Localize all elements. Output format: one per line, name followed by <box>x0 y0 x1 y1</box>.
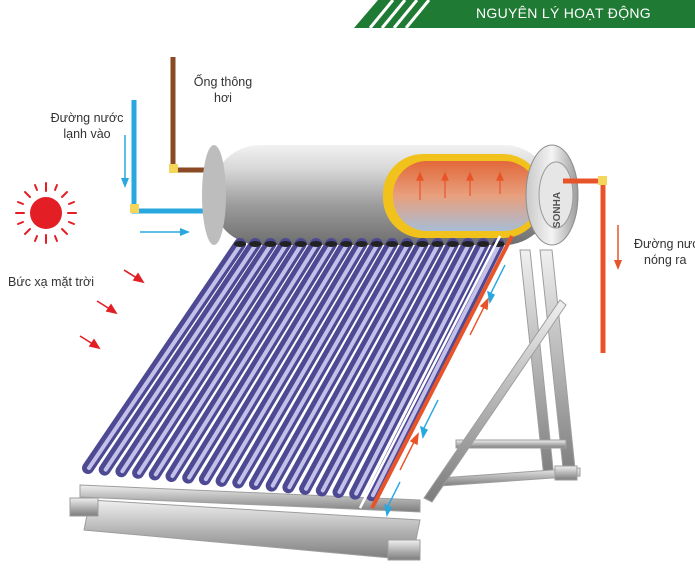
vacuum-tube-highlight <box>120 242 274 474</box>
vacuum-tube-highlight <box>270 242 411 488</box>
tube-socket <box>446 241 459 247</box>
tube-socket <box>234 241 246 247</box>
tube-socket <box>386 241 398 247</box>
tube-socket <box>310 241 322 247</box>
tube-socket <box>294 241 307 247</box>
tube-socket <box>477 241 490 247</box>
vacuum-tube-highlight <box>254 242 395 486</box>
vacuum-tube-highlight <box>354 242 487 496</box>
sun-icon <box>15 182 77 244</box>
support-frame <box>69 249 581 561</box>
vent-pipe-label-line2: hơi <box>214 91 232 105</box>
tube-socket <box>416 241 429 247</box>
solar-radiation-label: Bức xạ mặt trời <box>8 275 94 289</box>
cold-water-label-line1: Đường nước <box>51 111 124 125</box>
hot-water-label-line1: Đường nước <box>634 237 695 251</box>
vacuum-tube-highlight <box>87 242 243 470</box>
vacuum-tube-highlight <box>220 242 365 483</box>
tube-socket <box>462 241 474 247</box>
vacuum-tube-highlight <box>137 242 289 475</box>
tube-socket <box>401 241 414 247</box>
vacuum-tube-highlight <box>304 242 441 491</box>
header-bar <box>354 0 695 29</box>
vent-pipe-label-line1: Ống thông <box>194 74 252 89</box>
brand-logo: SONHA <box>552 192 563 228</box>
vacuum-tube-highlight <box>237 242 380 485</box>
page-title: NGUYÊN LÝ HOẠT ĐỘNG <box>475 5 651 21</box>
storage-tank <box>202 144 579 246</box>
tube-socket <box>431 241 444 247</box>
cold-water-pipe <box>121 100 208 236</box>
vacuum-tube-highlight <box>337 242 471 494</box>
tube-socket <box>340 241 353 247</box>
tube-socket <box>249 241 262 247</box>
flow-arrows <box>358 235 514 517</box>
radiation-arrows <box>79 269 145 350</box>
tube-socket <box>370 241 383 247</box>
tube-socket <box>279 241 292 247</box>
tube-socket <box>325 241 338 247</box>
cold-water-label-line2: lạnh vào <box>63 127 110 141</box>
vacuum-tube-highlight <box>103 242 259 472</box>
vacuum-tubes <box>82 238 505 502</box>
vacuum-tube-highlight <box>170 242 319 478</box>
tube-socket <box>355 241 368 247</box>
vacuum-tube-highlight <box>203 242 350 482</box>
header: NGUYÊN LÝ HOẠT ĐỘNG <box>354 0 695 28</box>
vacuum-tube-highlight <box>320 242 456 493</box>
vacuum-tube-highlight <box>370 242 502 498</box>
hot-water-label-line2: nóng ra <box>644 253 686 267</box>
vacuum-tube-highlight <box>287 242 426 490</box>
vacuum-tube-highlight <box>153 242 304 477</box>
hot-water-pipe <box>563 176 622 353</box>
vent-pipe <box>169 57 210 173</box>
tube-socket <box>264 241 277 247</box>
vacuum-tube-highlight <box>187 242 335 480</box>
